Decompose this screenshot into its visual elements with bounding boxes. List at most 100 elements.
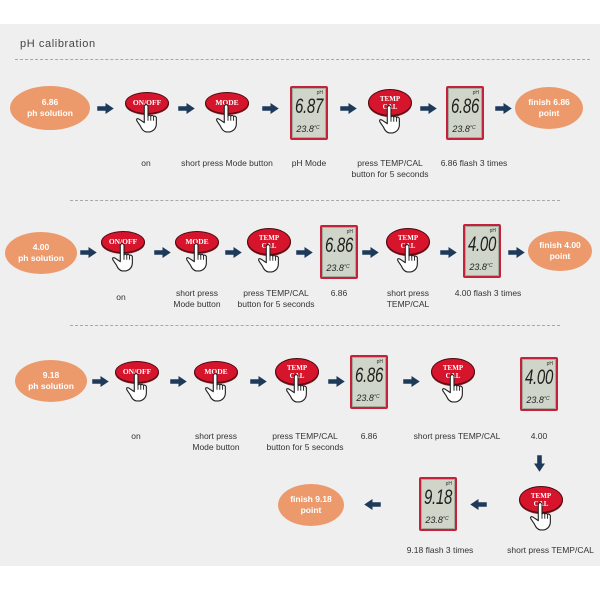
caption-line: press TEMP/CAL — [243, 288, 309, 298]
row-divider — [70, 200, 560, 201]
arrow-right-icon — [154, 247, 171, 258]
temp-cal-step: TEMP CAL — [385, 228, 431, 276]
lcd-display: pH 9.18 23.8°C — [419, 477, 457, 531]
arrow-right-icon — [262, 103, 279, 114]
pointing-hand-icon — [397, 243, 418, 273]
step-caption: short press TEMP/CAL — [411, 431, 503, 442]
caption-line: short press — [194, 431, 238, 441]
lcd-reading: 4.00 — [468, 232, 496, 257]
pointing-hand-icon — [216, 103, 237, 133]
button-label: ON/OFF — [132, 98, 162, 107]
solution-value: 6.86 — [41, 97, 59, 107]
caption-line: press TEMP/CAL — [272, 431, 338, 441]
arrow-left-icon — [364, 499, 381, 510]
arrow-right-icon — [250, 376, 267, 387]
button-label: TEMP — [530, 491, 552, 500]
temp-cal-step: TEMP CAL — [246, 228, 292, 276]
lcd-display: pH 6.86 23.8°C — [446, 86, 484, 140]
finish-label: point — [300, 505, 322, 515]
lcd-mode-label: pH — [346, 229, 353, 235]
solution-label: ph solution — [18, 253, 64, 263]
step-caption: 9.18 flash 3 times — [398, 545, 482, 556]
temp-cal-step: TEMP CAL — [430, 358, 476, 406]
page-title: pH calibration — [20, 38, 96, 50]
lcd-display: pH 4.00 23.8°C — [520, 357, 558, 411]
caption-line: Mode button — [192, 442, 240, 452]
lcd-temperature: 23.8°C — [522, 394, 554, 405]
step-caption: short press Mode button — [167, 158, 287, 169]
lcd-reading: 9.18 — [424, 485, 452, 510]
arrow-right-icon — [440, 247, 457, 258]
caption-line: press TEMP/CAL — [357, 158, 423, 168]
temp-cal-step: TEMP CAL — [518, 486, 564, 534]
button-label: TEMP — [286, 363, 308, 372]
lcd-mode-label: pH — [316, 90, 323, 96]
pointing-hand-icon — [258, 243, 279, 273]
temp-unit: °C — [442, 516, 449, 522]
step-caption: 6.86 — [319, 288, 359, 299]
mode-step: MODE — [174, 231, 220, 279]
lcd-temperature: 23.8°C — [421, 514, 453, 525]
pointing-hand-icon — [379, 104, 400, 134]
temp-unit: °C — [373, 394, 380, 400]
arrow-right-icon — [97, 103, 114, 114]
step-caption: short press Mode button — [167, 288, 227, 310]
finish-label: point — [538, 108, 560, 118]
caption-line: short press TEMP/CAL — [507, 545, 594, 555]
solution-badge: 4.00 ph solution — [5, 232, 77, 274]
lcd-reading: 6.86 — [451, 94, 479, 119]
button-label: ON/OFF — [122, 367, 152, 376]
lcd-display: pH 6.86 23.8°C — [320, 225, 358, 279]
solution-label: ph solution — [28, 381, 74, 391]
temp-value: 23.8 — [326, 263, 344, 273]
temp-value: 23.8 — [452, 124, 470, 134]
temp-value: 23.8 — [296, 124, 314, 134]
lcd-mode-label: pH — [546, 361, 553, 367]
step-caption: press TEMP/CAL button for 5 seconds — [257, 431, 353, 453]
button-label: MODE — [185, 237, 209, 246]
step-caption: 6.86 flash 3 times — [419, 158, 529, 169]
step-caption: press TEMP/CAL button for 5 seconds — [228, 288, 324, 310]
temp-cal-step: TEMP CAL — [367, 89, 413, 137]
finish-label: finish 4.00 — [539, 240, 581, 250]
temp-value: 23.8 — [356, 393, 374, 403]
caption-line: on — [141, 158, 151, 168]
caption-line: pH Mode — [291, 158, 327, 168]
arrow-right-icon — [508, 247, 525, 258]
caption-line: short press Mode button — [181, 158, 273, 168]
lcd-reading: 6.86 — [355, 363, 383, 388]
temp-value: 23.8 — [425, 515, 443, 525]
step-caption: on — [91, 158, 201, 169]
pointing-hand-icon — [186, 242, 207, 272]
step-caption: 6.86 — [349, 431, 389, 442]
solution-badge: 9.18 ph solution — [15, 360, 87, 402]
arrow-right-icon — [178, 103, 195, 114]
lcd-mode-label: pH — [489, 228, 496, 234]
caption-line: on — [131, 431, 141, 441]
caption-line: 4.00 flash 3 times — [454, 288, 522, 298]
arrow-right-icon — [362, 247, 379, 258]
step-caption: 4.00 flash 3 times — [446, 288, 530, 299]
pointing-hand-icon — [286, 373, 307, 403]
temp-value: 23.8 — [469, 262, 487, 272]
temp-unit: °C — [343, 264, 350, 270]
caption-line: button for 5 seconds — [351, 169, 429, 179]
lcd-mode-label: pH — [445, 481, 452, 487]
caption-line: Mode button — [173, 299, 221, 309]
lcd-display: pH 6.87 23.8°C — [290, 86, 328, 140]
pointing-hand-icon — [126, 372, 147, 402]
finish-label: finish 6.86 — [528, 97, 570, 107]
caption-line: button for 5 seconds — [266, 442, 344, 452]
caption-line: 6.86 — [330, 288, 348, 298]
arrow-right-icon — [403, 376, 420, 387]
finish-badge: finish 4.00 point — [528, 231, 592, 271]
finish-label: point — [549, 251, 571, 261]
on-off-step: ON/OFF — [100, 231, 146, 279]
arrow-down-icon — [534, 455, 545, 472]
temp-unit: °C — [543, 396, 550, 402]
pointing-hand-icon — [112, 242, 133, 272]
caption-line: button for 5 seconds — [237, 299, 315, 309]
lcd-display: pH 6.86 23.8°C — [350, 355, 388, 409]
arrow-right-icon — [420, 103, 437, 114]
lcd-temperature: 23.8°C — [352, 392, 384, 403]
